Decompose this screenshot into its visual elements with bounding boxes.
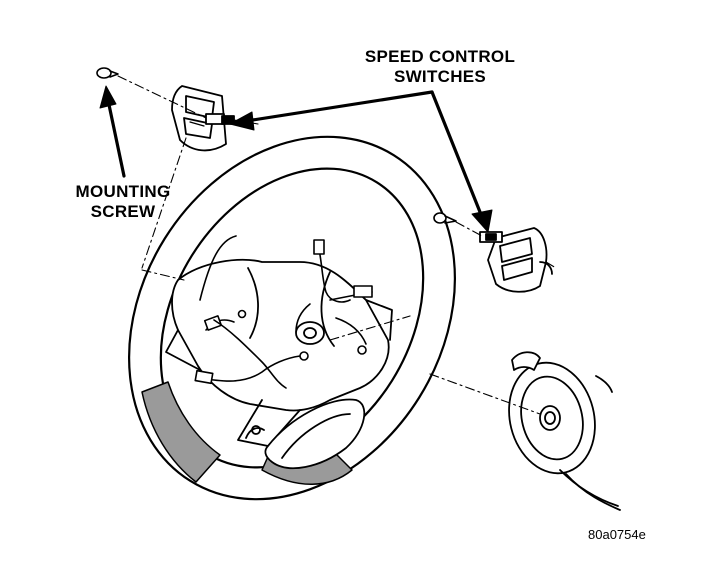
- mounting-screw-label-line2: SCREW: [90, 202, 156, 221]
- speed-control-label-line1: SPEED CONTROL: [364, 47, 516, 66]
- wiring-harness: [194, 235, 373, 389]
- callout-arrows: [106, 90, 486, 224]
- arrowheads: [99, 85, 493, 233]
- left-speed-control-switch: [171, 85, 235, 152]
- alignment-lines: [117, 75, 557, 415]
- clockspring: [508, 351, 621, 511]
- figure-id: 80a0754e: [588, 527, 646, 542]
- mounting-screw-label: MOUNTING SCREW: [58, 182, 188, 222]
- mounting-screw-top: [96, 67, 119, 79]
- speed-control-label-line2: SWITCHES: [393, 67, 487, 86]
- mounting-screw-label-line1: MOUNTING: [75, 182, 171, 201]
- speed-control-switches-label: SPEED CONTROL SWITCHES: [340, 47, 540, 87]
- right-speed-control-switch: [479, 227, 553, 293]
- mounting-screw-right: [433, 212, 457, 224]
- steering-hub: [165, 258, 393, 469]
